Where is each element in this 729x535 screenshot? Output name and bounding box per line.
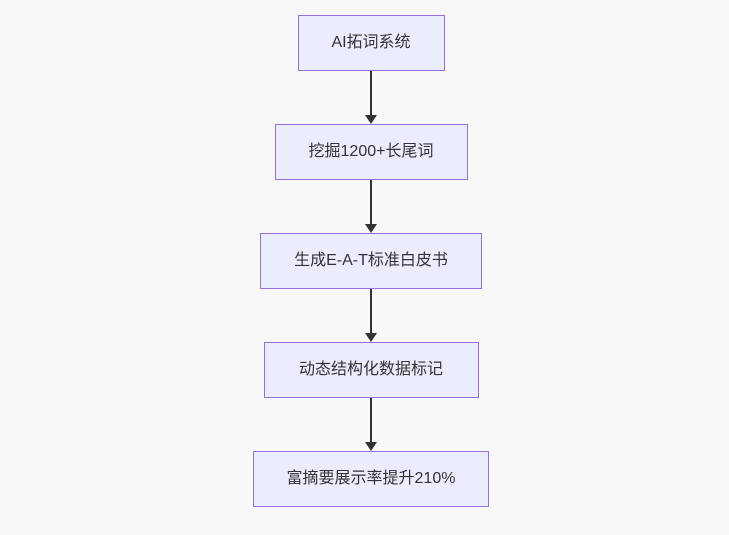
flow-node-rich-snippet-result: 富摘要展示率提升210% [253, 451, 489, 507]
arrow-head-down-icon [365, 442, 377, 451]
flow-arrow-3 [365, 289, 377, 342]
flow-arrow-4 [365, 398, 377, 451]
flow-node-structured-data: 动态结构化数据标记 [263, 342, 479, 398]
flow-node-longtail-mining: 挖掘1200+长尾词 [274, 124, 468, 180]
flow-arrow-2 [365, 180, 377, 233]
arrow-line [370, 180, 372, 225]
arrow-line [370, 289, 372, 334]
flow-node-ai-system: AI拓词系统 [297, 15, 445, 71]
arrow-line [370, 71, 372, 116]
arrow-head-down-icon [365, 115, 377, 124]
flow-node-label: AI拓词系统 [331, 34, 411, 51]
flowchart-column: AI拓词系统 挖掘1200+长尾词 生成E-A-T标准白皮书 动态结构化数据标记 [253, 15, 489, 507]
flow-arrow-1 [365, 71, 377, 124]
arrow-line [370, 398, 372, 443]
flow-node-label: 富摘要展示率提升210% [286, 470, 456, 487]
arrow-head-down-icon [365, 333, 377, 342]
arrow-head-down-icon [365, 224, 377, 233]
flow-node-label: 挖掘1200+长尾词 [308, 143, 434, 160]
flow-node-label: 动态结构化数据标记 [298, 361, 443, 378]
flow-node-eat-whitepaper: 生成E-A-T标准白皮书 [260, 233, 482, 289]
flow-node-label: 生成E-A-T标准白皮书 [294, 252, 448, 269]
